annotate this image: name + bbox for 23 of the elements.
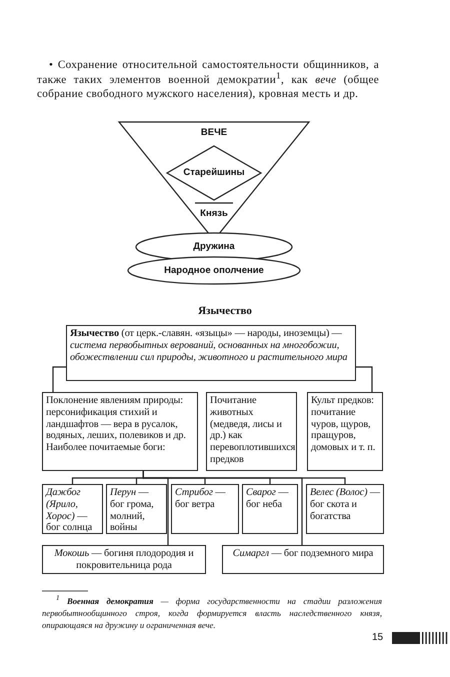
paragraph-text: • Сохранение относительной самостоятельности общинников, а также таких элементов военной демократии$^{1}$, как вече (общее собрание свободного мужского населения), кровная месть и др. xyxy=(37,58,379,102)
deity-box: Велес (Волос) — бог скота и богатства xyxy=(306,484,384,534)
footnote-text: $^{1}$ Военная демократия — форма государственности на стадии разложения первобытнообщинного строя, когда формируется власть наследственного князя, опирающаяся на дружину и ограниченная вече. xyxy=(42,595,382,631)
deity-box: Симаргл — бог подземного мира xyxy=(222,545,384,574)
category-box: Культ предков: почитание чуров, щуров, пращуров, домовых и т. п. xyxy=(307,392,383,471)
connector-line xyxy=(52,366,66,392)
deity-box: Перун — бог грома, молний, войны xyxy=(106,484,167,534)
page-number: 15 xyxy=(372,632,384,643)
category-box: Поклонение явлениям природы: персонификация стихий и ландшафтов — вера в русалок, водяных, леших, полевиков и др. Наиболее почитаемые боги: xyxy=(42,392,198,471)
node-label: Князь xyxy=(199,208,229,219)
connector-line xyxy=(356,366,373,392)
deity-box: Сварог — бог неба xyxy=(242,484,298,534)
definition-box: Язычество (от церк.-славян. «языцы» — народы, иноземцы) — система первобытных верований, основанных на многобожии, обожествлении сил природы, животного и растительного мира xyxy=(66,325,356,381)
deity-box: Дажбог (Ярило, Хорос) — бог солнца xyxy=(42,484,103,534)
heading: Язычество xyxy=(197,305,253,317)
connector-line xyxy=(142,471,303,545)
node-label: Дружина xyxy=(192,241,236,252)
node-label: ВЕЧЕ xyxy=(200,127,228,138)
node-label: Народное ополчение xyxy=(163,264,265,276)
node-label: Старейшины xyxy=(182,167,246,178)
category-box: Почитание животных (медведя, лисы и др.) как перевоплотившихся предков xyxy=(206,392,297,471)
deity-box: Стрибог — бог ветра xyxy=(171,484,239,534)
deity-box: Мокошь — богиня плодородия и покровительница рода xyxy=(42,545,206,574)
